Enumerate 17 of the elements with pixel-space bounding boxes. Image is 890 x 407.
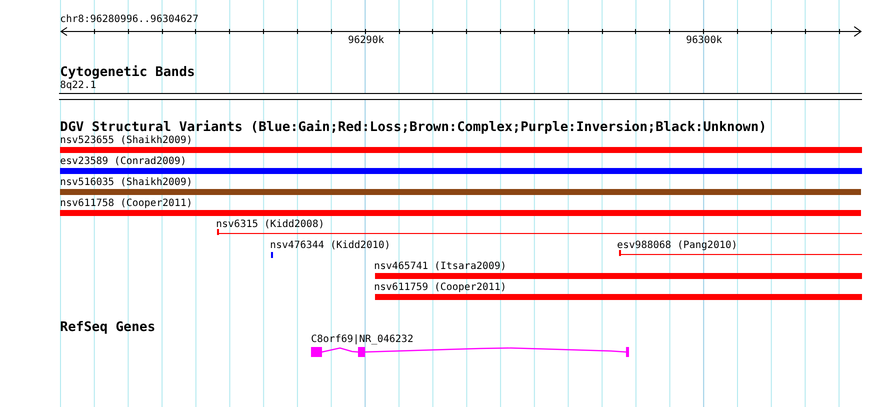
track-heading: Cytogenetic Bands [60,65,195,80]
tick-label: 96300k [686,35,722,47]
variant-label: nsv465741 (Itsara2009) [374,261,506,273]
variant-label: nsv611758 (Cooper2011) [60,198,192,210]
variant-label: nsv6315 (Kidd2008) [216,219,324,231]
track-heading: DGV Structural Variants (Blue:Gain;Red:Loss;Brown:Complex;Purple:Inversion;Black:Unknown) [60,120,767,135]
variant-label: esv988068 (Pang2010) [617,240,738,252]
band-label: 8q22.1 [60,80,96,92]
variant-label: nsv611759 (Cooper2011) [374,282,506,294]
track-heading: RefSeq Genes [60,320,156,335]
variant-label: nsv516035 (Shaikh2009) [60,177,192,189]
tick-label: 96290k [348,35,384,47]
gene-label: C8orf69|NR_046232 [311,334,414,346]
locus-label: chr8:96280996..96304627 [60,14,198,26]
variant-label: nsv523655 (Shaikh2009) [60,135,192,147]
variant-label: nsv476344 (Kidd2010) [270,240,390,252]
variant-label: esv23589 (Conrad2009) [60,156,186,168]
